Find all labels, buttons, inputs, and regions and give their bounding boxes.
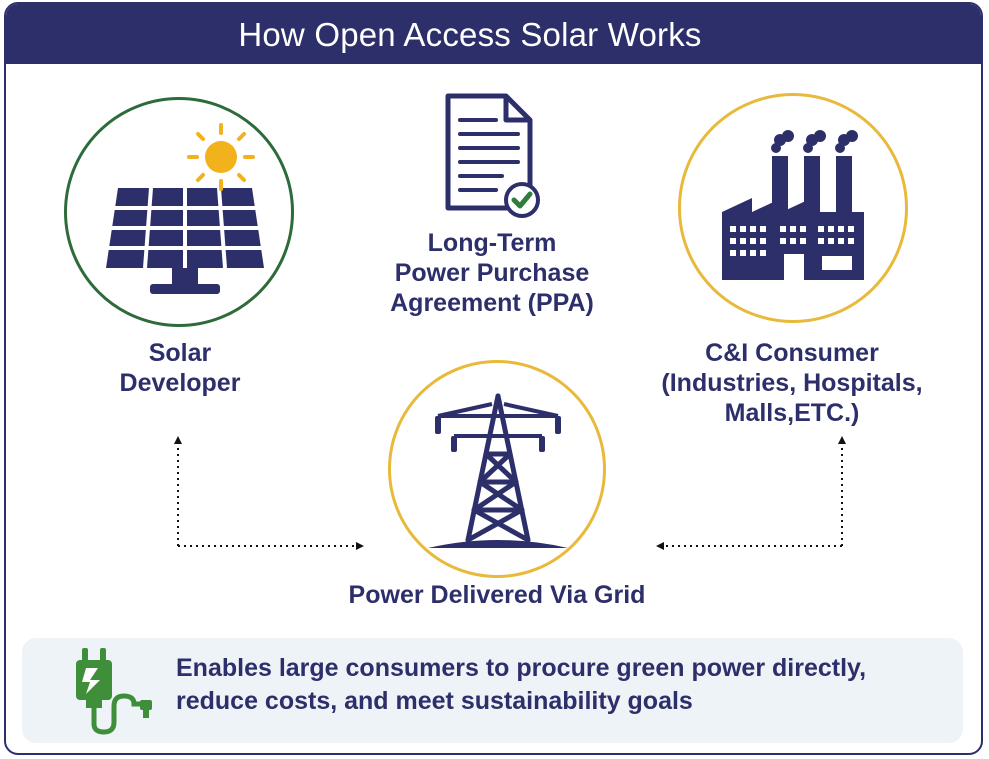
benefit-banner: Enables large consumers to procure green… bbox=[22, 638, 963, 743]
benefit-text: Enables large consumers to procure green… bbox=[176, 654, 867, 715]
contract-document-icon bbox=[445, 93, 533, 211]
page-title: How Open Access Solar Works bbox=[238, 16, 702, 53]
check-badge-icon bbox=[504, 182, 540, 218]
sun-icon bbox=[187, 123, 255, 191]
solar-developer-label: Solar Developer bbox=[119, 339, 241, 397]
factory-icon bbox=[722, 130, 864, 280]
grid-label: Power Delivered Via Grid bbox=[348, 581, 646, 609]
transmission-tower-icon bbox=[428, 393, 568, 548]
ppa-label: Long-Term Power Purchase Agreement (PPA) bbox=[390, 229, 594, 317]
header-bar: How Open Access Solar Works bbox=[6, 4, 981, 64]
solar-panel-icon bbox=[102, 187, 268, 294]
green-plug-icon bbox=[76, 648, 152, 735]
consumer-label: C&I Consumer (Industries, Hospitals, Mal… bbox=[661, 339, 923, 427]
